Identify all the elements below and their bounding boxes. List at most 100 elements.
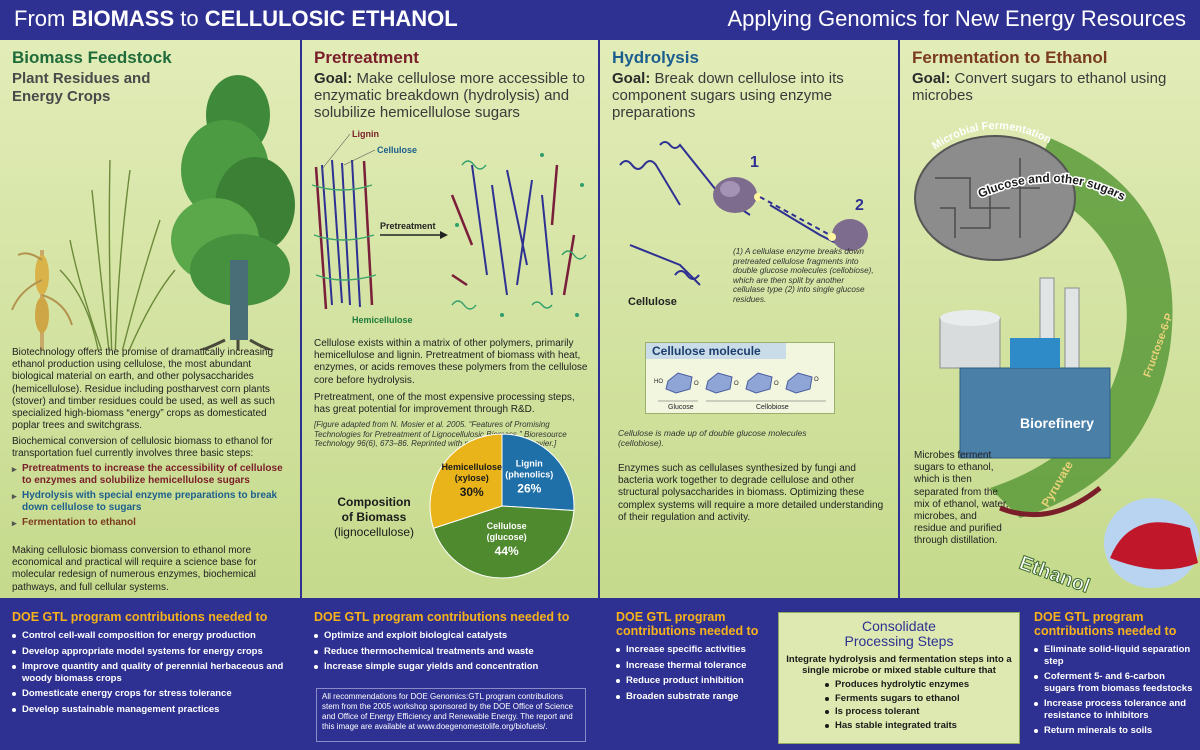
biomass-steps: Pretreatments to increase the accessibil… bbox=[12, 463, 294, 532]
biomass-title: Biomass Feedstock bbox=[12, 48, 172, 67]
pie-slice-label: Lignin bbox=[516, 458, 543, 468]
banner-title-left: From BIOMASS to CELLULOSIC ETHANOL bbox=[14, 6, 458, 32]
recommendations-note: All recommendations for DOE Genomics:GTL… bbox=[316, 688, 586, 742]
pretreatment-goal: Goal: Make cellulose more accessible to … bbox=[314, 70, 594, 121]
gtl-item: Increase specific activities bbox=[616, 644, 766, 656]
pie-slice-label: (glucose) bbox=[487, 532, 527, 542]
enzyme-2-number: 2 bbox=[855, 197, 864, 214]
goal-text: Make cellulose more accessible to enzyma… bbox=[314, 70, 585, 121]
fermentation-column: Fermentation to Ethanol Goal: Convert su… bbox=[900, 40, 1200, 598]
plants-illustration bbox=[11, 75, 295, 350]
consolidate-heading-2: Processing Steps bbox=[844, 633, 954, 649]
consolidate-item: Has stable integrated traits bbox=[825, 720, 1019, 732]
gtl-item: Increase thermal tolerance bbox=[616, 660, 766, 672]
enzyme-1-icon bbox=[713, 177, 762, 213]
consolidate-item: Ferments sugars to ethanol bbox=[825, 693, 1019, 705]
fermentation-goal: Goal: Convert sugars to ethanol using mi… bbox=[912, 70, 1172, 104]
gtl-item: Reduce product inhibition bbox=[616, 675, 766, 687]
fermentation-p1: Microbes ferment sugars to ethanol, whic… bbox=[914, 450, 1009, 547]
biomass-outro: Making cellulosic biomass conversion to … bbox=[12, 545, 257, 593]
biomass-column: Biomass Feedstock Plant Residues and Ene… bbox=[0, 40, 300, 598]
fermentation-diagram: Microbial Fermentation Glucose and other… bbox=[914, 120, 1200, 598]
pretreatment-p1: Cellulose exists within a matrix of othe… bbox=[314, 338, 588, 386]
gtl-list: Eliminate solid-liquid separation step C… bbox=[1034, 644, 1196, 741]
consolidate-text: Integrate hydrolysis and fermentation st… bbox=[786, 654, 1012, 676]
gtl-item: Broaden substrate range bbox=[616, 691, 766, 703]
enzyme-1-number: 1 bbox=[750, 154, 759, 171]
consolidate-item: Produces hydrolytic enzymes bbox=[825, 679, 1019, 691]
pie-value-label: 44% bbox=[495, 544, 519, 558]
pie-slice-label: (xylose) bbox=[455, 473, 489, 483]
goal-label: Goal: bbox=[912, 70, 951, 87]
goal-label: Goal: bbox=[314, 70, 353, 87]
svg-text:O: O bbox=[694, 381, 699, 387]
biomass-steps-intro: Biochemical conversion of cellulosic bio… bbox=[12, 436, 273, 460]
banner-biomass: BIOMASS bbox=[71, 6, 175, 31]
svg-text:O: O bbox=[734, 381, 739, 387]
gtl-item: Optimize and exploit biological catalyst… bbox=[314, 630, 594, 642]
gtl-item: Coferment 5- and 6-carbon sugars from bi… bbox=[1034, 671, 1196, 694]
fragmented-fibres-icon bbox=[450, 153, 587, 317]
enzyme-caption: (1) A cellulase enzyme breaks down pretr… bbox=[733, 247, 874, 304]
cellulose-label: Cellulose bbox=[628, 296, 677, 308]
hemicellulose-label: Hemicellulose bbox=[352, 315, 413, 325]
cellulose-label: Cellulose bbox=[377, 145, 417, 155]
pie-slice-label: (phenolics) bbox=[505, 469, 553, 479]
glucose-label: Glucose bbox=[668, 404, 694, 411]
chart-title-line3: (lignocellulose) bbox=[333, 525, 415, 539]
biorefinery-icon bbox=[939, 277, 1111, 459]
goal-label: Goal: bbox=[612, 70, 651, 87]
cellulose-chains-icon bbox=[619, 141, 841, 286]
goal-text: Convert sugars to ethanol using microbes bbox=[912, 70, 1167, 104]
gtl-heading: DOE GTL program contributions needed to bbox=[12, 610, 268, 624]
gtl-panel-pretreatment: DOE GTL program contributions needed to … bbox=[302, 600, 598, 750]
pie-slice-0 bbox=[501, 433, 575, 512]
gtl-list: Optimize and exploit biological catalyst… bbox=[314, 630, 594, 677]
gtl-item: Improve quantity and quality of perennia… bbox=[12, 661, 292, 684]
consolidate-heading-1: Consolidate bbox=[862, 618, 936, 634]
pretreatment-p2: Pretreatment, one of the most expensive … bbox=[314, 392, 575, 416]
gtl-item: Reduce thermochemical treatments and was… bbox=[314, 646, 594, 658]
step-hydrolysis: Hydrolysis with special enzyme preparati… bbox=[12, 490, 294, 514]
microbe-cell-icon bbox=[914, 135, 1076, 261]
chart-title-line1: Composition bbox=[337, 495, 411, 509]
step-fermentation: Fermentation to ethanol bbox=[12, 517, 294, 529]
banner-title-right: Applying Genomics for New Energy Resourc… bbox=[727, 6, 1186, 31]
pretreatment-diagram: Lignin Cellulose Pretreatment Hemicellul… bbox=[311, 129, 587, 325]
gtl-heading: DOE GTL program contributions needed to bbox=[616, 610, 759, 638]
pie-slice-label: Hemicellulose bbox=[441, 462, 502, 472]
gtl-item: Eliminate solid-liquid separation step bbox=[1034, 644, 1196, 667]
header-banner: From BIOMASS to CELLULOSIC ETHANOL Apply… bbox=[0, 0, 1200, 40]
lignin-label: Lignin bbox=[352, 129, 379, 139]
chart-title-line2: of Biomass bbox=[341, 510, 407, 524]
pie-value-label: 26% bbox=[517, 481, 541, 495]
process-swoosh-icon bbox=[990, 138, 1173, 518]
pie-slice-1 bbox=[432, 505, 575, 579]
hydrolysis-title: Hydrolysis bbox=[612, 48, 699, 67]
banner-ethanol: CELLULOSIC ETHANOL bbox=[204, 6, 458, 31]
biomass-subtitle: Plant Residues and Energy Crops bbox=[12, 70, 151, 105]
fermentation-title: Fermentation to Ethanol bbox=[912, 48, 1108, 67]
biomass-intro: Biotechnology offers the promise of dram… bbox=[12, 347, 275, 432]
pretreatment-title: Pretreatment bbox=[314, 48, 419, 67]
figure-citation: [Figure adapted from N. Mosier et al. 20… bbox=[314, 420, 567, 448]
car-icon bbox=[1104, 498, 1200, 588]
gtl-item: Control cell-wall composition for energy… bbox=[12, 630, 292, 642]
corn-stover-icon bbox=[11, 250, 73, 350]
hydrolysis-diagram: 1 2 Cellulose bbox=[619, 141, 868, 308]
molecule-caption: Cellulose is made up of double glucose m… bbox=[618, 428, 807, 448]
consolidate-list: Produces hydrolytic enzymes Ferments sug… bbox=[825, 679, 1019, 731]
consolidate-heading: Consolidate Processing Steps bbox=[779, 619, 1019, 649]
switchgrass-icon bbox=[59, 159, 176, 350]
pretreatment-column: Pretreatment Goal: Make cellulose more a… bbox=[302, 40, 598, 598]
gtl-heading: DOE GTL program contributions needed to bbox=[1034, 610, 1177, 638]
lignocellulose-bundle-icon bbox=[311, 159, 377, 310]
pretreatment-arrow-label: Pretreatment bbox=[380, 221, 436, 231]
hydrolysis-goal: Goal: Break down cellulose into its comp… bbox=[612, 70, 862, 121]
biorefinery-label: Biorefinery bbox=[1020, 415, 1094, 431]
pie-slice-label: Cellulose bbox=[487, 521, 527, 531]
gtl-item: Increase process tolerance and resistanc… bbox=[1034, 698, 1196, 721]
gtl-panel-fermentation: DOE GTL program contributions needed to … bbox=[1028, 600, 1200, 750]
banner-to: to bbox=[174, 6, 205, 31]
